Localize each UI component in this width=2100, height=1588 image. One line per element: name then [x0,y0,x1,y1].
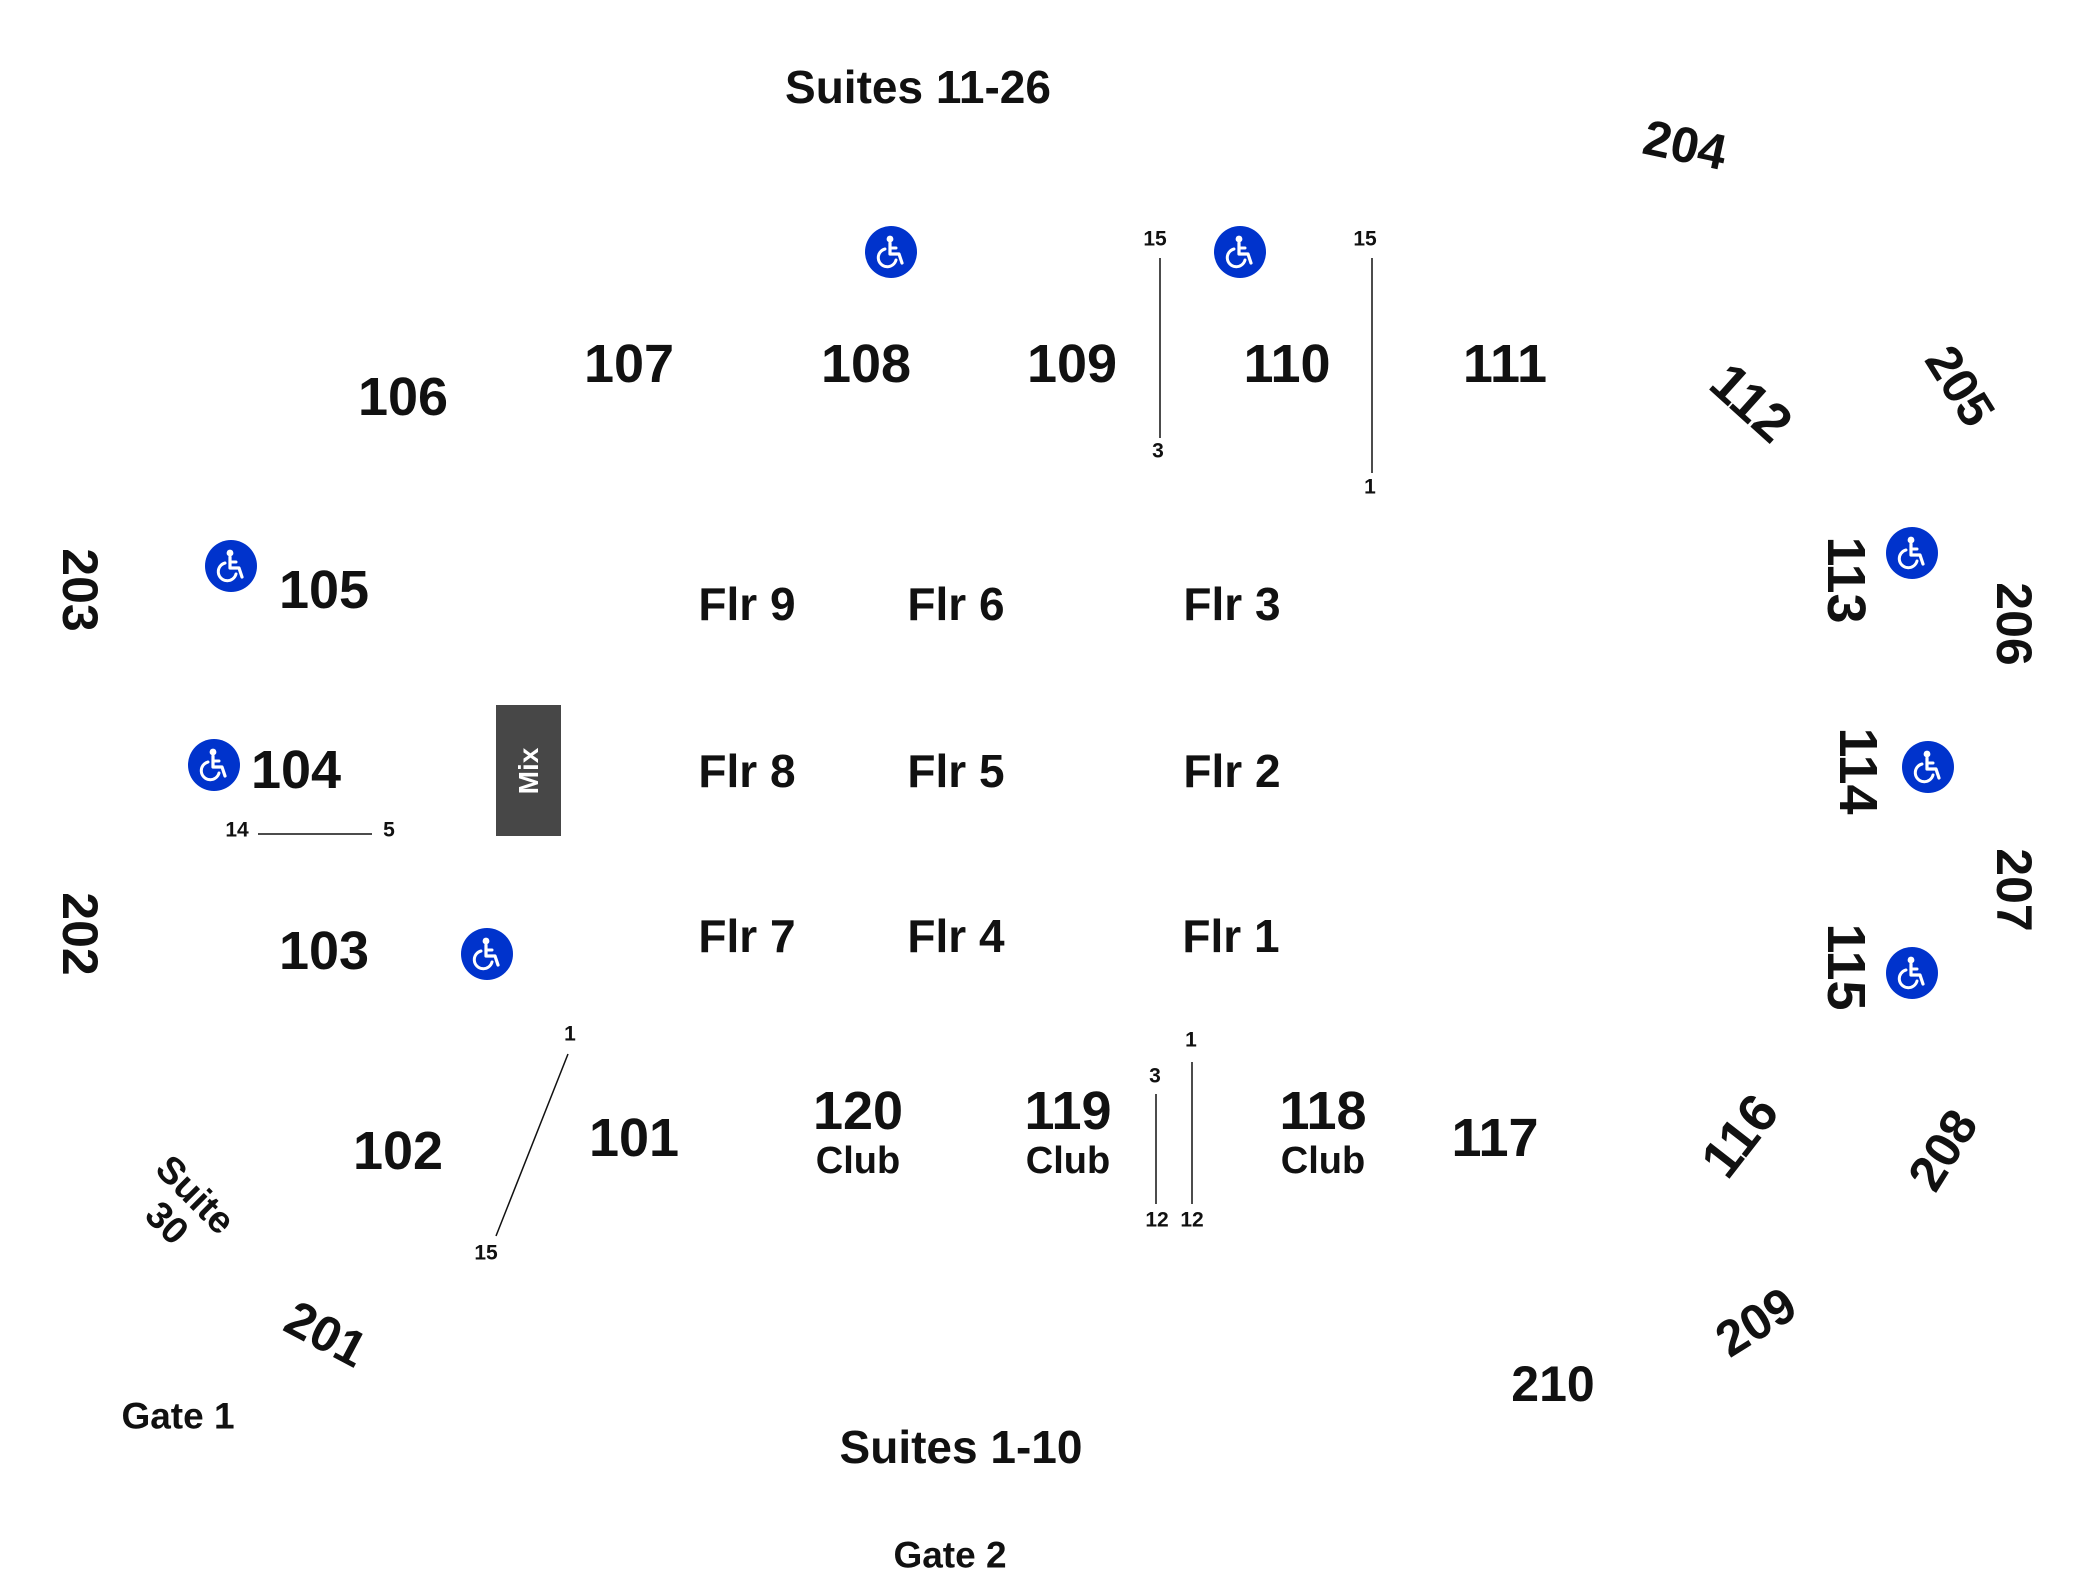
section-113[interactable]: 113 [1816,536,1876,624]
row-marker-109-top: 15 [1143,227,1167,251]
floor-3[interactable]: Flr 3 [1183,578,1281,630]
row-marker-104-left: 14 [225,818,249,842]
floor-1[interactable]: Flr 1 [1182,910,1280,962]
gate-2-label: Gate 2 [893,1534,1007,1576]
floor-7[interactable]: Flr 7 [698,910,796,962]
wheelchair-accessible-icon[interactable] [188,739,240,791]
row-marker-118-bottom: 12 [1180,1208,1204,1232]
section-206[interactable]: 206 [1986,582,2042,666]
section-114[interactable]: 114 [1828,727,1888,815]
section-111[interactable]: 111 [1462,334,1548,394]
row-marker-119-bottom: 12 [1145,1208,1169,1232]
section-108[interactable]: 108 [820,334,912,394]
section-202[interactable]: 202 [52,892,108,976]
row-marker-101-top: 1 [564,1022,576,1046]
gate-1-label: Gate 1 [121,1395,235,1437]
section-115[interactable]: 115 [1816,923,1876,1011]
row-marker-110-bottom: 1 [1364,475,1376,499]
section-117[interactable]: 117 [1451,1108,1539,1168]
wheelchair-accessible-icon[interactable] [865,226,917,278]
row-marker-118-top: 1 [1185,1028,1197,1052]
section-203[interactable]: 203 [52,548,108,632]
row-marker-109-bottom: 3 [1152,439,1164,463]
section-106[interactable]: 106 [357,367,449,427]
section-119[interactable]: 119 [1024,1081,1112,1141]
floor-8[interactable]: Flr 8 [698,745,796,797]
row-marker-101-bottom: 15 [474,1241,498,1265]
floor-5[interactable]: Flr 5 [907,745,1005,797]
section-110[interactable]: 110 [1243,334,1331,394]
wheelchair-accessible-icon[interactable] [1886,947,1938,999]
wheelchair-accessible-icon[interactable] [1902,741,1954,793]
section-119-club-label: Club [1025,1140,1111,1182]
row-marker-119-top: 3 [1149,1064,1161,1088]
divider-101-102 [495,1053,569,1237]
section-104[interactable]: 104 [250,740,342,800]
section-210[interactable]: 210 [1511,1356,1595,1412]
floor-4[interactable]: Flr 4 [907,910,1005,962]
row-marker-104-right: 5 [383,818,395,842]
section-207[interactable]: 207 [1986,848,2042,932]
section-120-club-label: Club [815,1140,901,1182]
section-109[interactable]: 109 [1026,334,1118,394]
section-107[interactable]: 107 [583,334,675,394]
mix-booth: Mix [496,705,561,836]
floor-6[interactable]: Flr 6 [907,578,1005,630]
row-marker-110-top: 15 [1353,227,1377,251]
floor-2[interactable]: Flr 2 [1183,745,1281,797]
wheelchair-accessible-icon[interactable] [461,928,513,980]
wheelchair-accessible-icon[interactable] [205,540,257,592]
section-118[interactable]: 118 [1279,1081,1367,1141]
wheelchair-accessible-icon[interactable] [1214,226,1266,278]
section-105[interactable]: 105 [278,560,370,620]
section-118-club-label: Club [1280,1140,1366,1182]
suites-1-10-label: Suites 1-10 [839,1421,1083,1473]
section-101[interactable]: 101 [588,1108,680,1168]
floor-9[interactable]: Flr 9 [698,578,796,630]
wheelchair-accessible-icon[interactable] [1886,527,1938,579]
suites-11-26-label: Suites 11-26 [785,61,1051,113]
mix-label: Mix [512,747,544,794]
section-120[interactable]: 120 [812,1081,904,1141]
section-102[interactable]: 102 [352,1121,444,1181]
section-103[interactable]: 103 [278,921,370,981]
